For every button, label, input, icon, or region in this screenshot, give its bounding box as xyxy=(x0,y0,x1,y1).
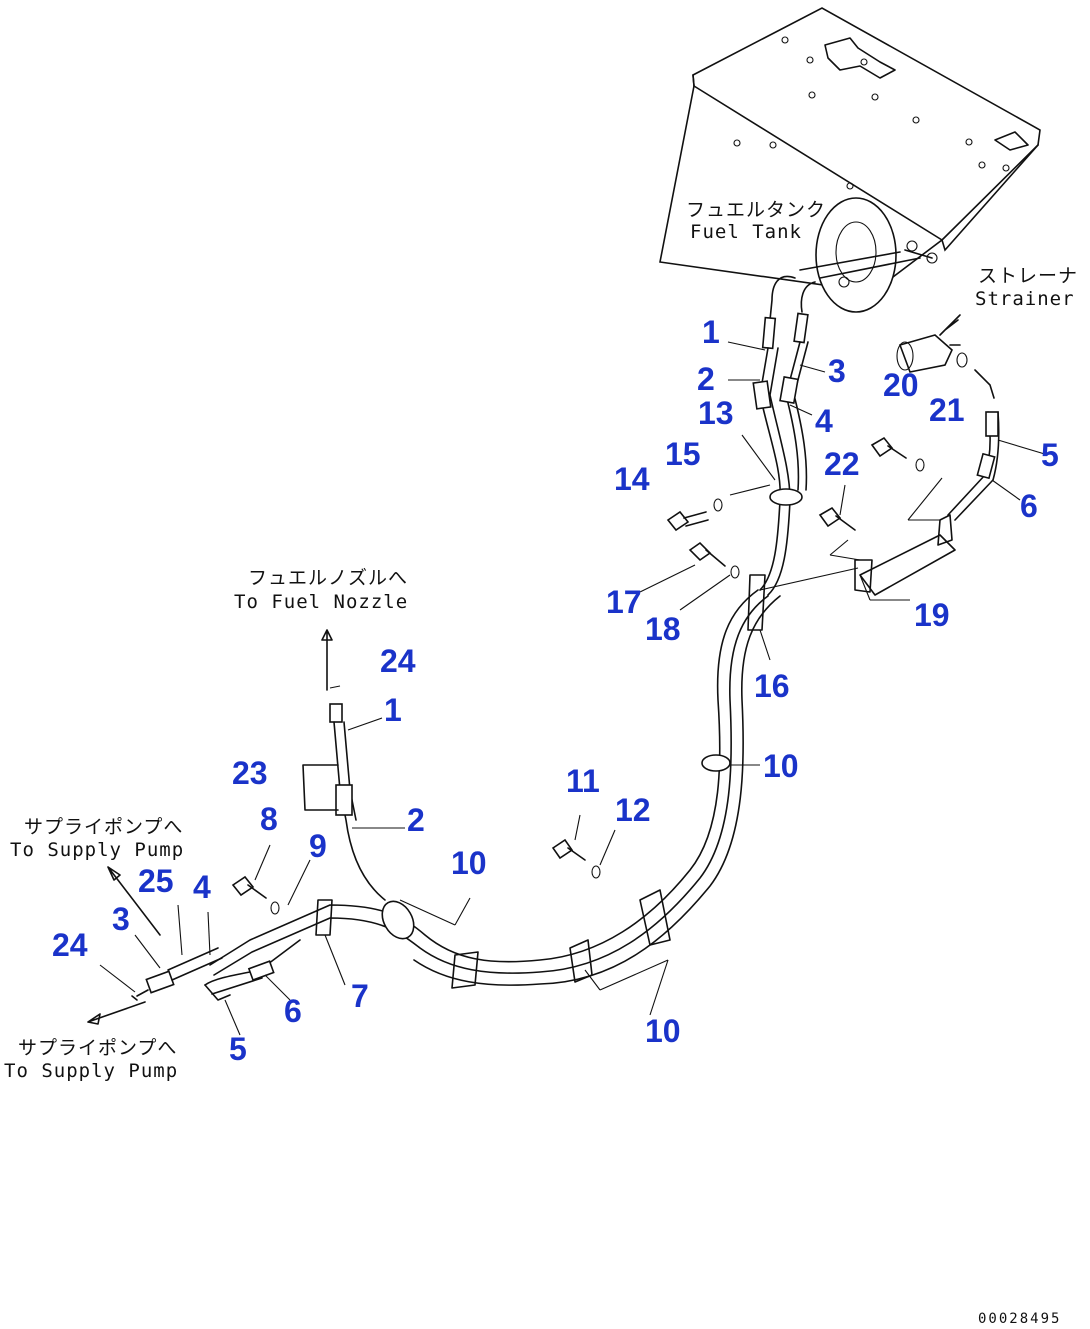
part-number: 1 xyxy=(384,692,402,728)
nozzle-hose xyxy=(302,629,386,901)
part-number: 1 xyxy=(702,314,720,350)
part-number: 5 xyxy=(1041,437,1059,473)
fuel-nozzle-label-jp: フュエルノズルへ xyxy=(248,567,408,589)
main-fuel-pipes xyxy=(209,574,781,989)
part-number: 16 xyxy=(754,668,790,704)
part-number: 15 xyxy=(665,436,701,472)
part-number: 13 xyxy=(698,395,734,431)
leader-lines xyxy=(99,341,1049,1036)
part-number: 10 xyxy=(763,748,799,784)
callout-labels: フュエルタンク Fuel Tank ストレーナ Strainer フュエルノズル… xyxy=(4,199,1078,1082)
fuel-tank-drawing xyxy=(659,7,1041,313)
supply-pump-fittings xyxy=(87,866,301,1025)
supply-pump-label-jp-2: サプライポンプへ xyxy=(18,1037,177,1059)
part-number: 4 xyxy=(193,869,211,905)
part-number: 6 xyxy=(1020,488,1038,524)
part-number: 12 xyxy=(615,792,651,828)
fuel-nozzle-label-en: To Fuel Nozzle xyxy=(234,591,408,613)
part-number: 10 xyxy=(451,845,487,881)
fuel-tank-label-jp: フュエルタンク xyxy=(686,199,826,221)
part-number: 2 xyxy=(697,361,715,397)
part-number: 21 xyxy=(929,392,965,428)
fuel-tank-label-en: Fuel Tank xyxy=(690,221,802,243)
part-number: 4 xyxy=(815,403,833,439)
drawing-code: 00028495 xyxy=(978,1311,1061,1327)
part-number: 14 xyxy=(614,461,650,497)
part-number: 3 xyxy=(828,353,846,389)
part-number: 3 xyxy=(112,901,130,937)
part-number: 18 xyxy=(645,611,681,647)
part-number: 23 xyxy=(232,755,268,791)
strainer-drawing xyxy=(854,314,1000,596)
fasteners xyxy=(231,436,925,915)
part-number: 6 xyxy=(284,993,302,1029)
strainer-label-en: Strainer xyxy=(975,288,1075,310)
strainer-label-jp: ストレーナ xyxy=(978,265,1078,287)
part-number: 8 xyxy=(260,801,278,837)
part-number: 19 xyxy=(914,597,950,633)
supply-pump-label-en-1: To Supply Pump xyxy=(10,839,184,861)
part-number: 22 xyxy=(824,446,860,482)
part-numbers: 1 2 3 4 13 14 15 20 21 22 5 6 17 18 19 1… xyxy=(52,314,1059,1067)
part-number: 24 xyxy=(52,927,88,963)
part-number: 20 xyxy=(883,367,919,403)
part-number: 9 xyxy=(309,828,327,864)
part-number: 7 xyxy=(351,978,369,1014)
part-number: 10 xyxy=(645,1013,681,1049)
part-number: 17 xyxy=(606,584,642,620)
supply-pump-label-jp-1: サプライポンプへ xyxy=(24,816,183,838)
supply-pump-label-en-2: To Supply Pump xyxy=(4,1060,178,1082)
part-number: 5 xyxy=(229,1031,247,1067)
part-number: 11 xyxy=(566,763,600,799)
part-number: 2 xyxy=(407,802,425,838)
part-number: 24 xyxy=(380,643,416,679)
tank-hoses xyxy=(752,275,816,596)
part-number: 25 xyxy=(138,863,174,899)
